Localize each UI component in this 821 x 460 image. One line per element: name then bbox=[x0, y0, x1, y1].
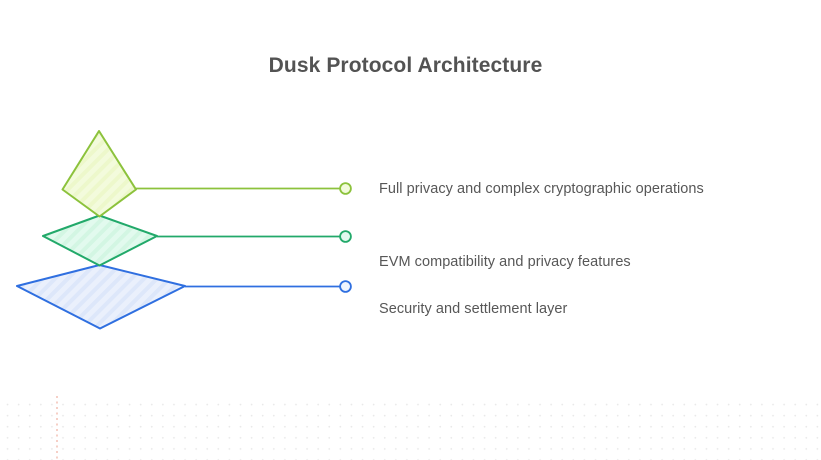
layer-label-middle: EVM compatibility and privacy features bbox=[379, 254, 631, 270]
page-title: Dusk Protocol Architecture bbox=[268, 54, 543, 77]
layer-shape-middle[interactable] bbox=[42, 214, 158, 267]
layer-label-bottom: Security and settlement layer bbox=[379, 301, 568, 317]
connector-marker-top[interactable] bbox=[339, 182, 352, 195]
connector-marker-middle[interactable] bbox=[339, 230, 352, 243]
layer-shape-top[interactable] bbox=[61, 130, 137, 218]
connector-marker-bottom[interactable] bbox=[339, 280, 352, 293]
layer-shape-bottom[interactable] bbox=[16, 264, 186, 330]
layer-label-top: Full privacy and complex cryptographic o… bbox=[379, 181, 704, 197]
